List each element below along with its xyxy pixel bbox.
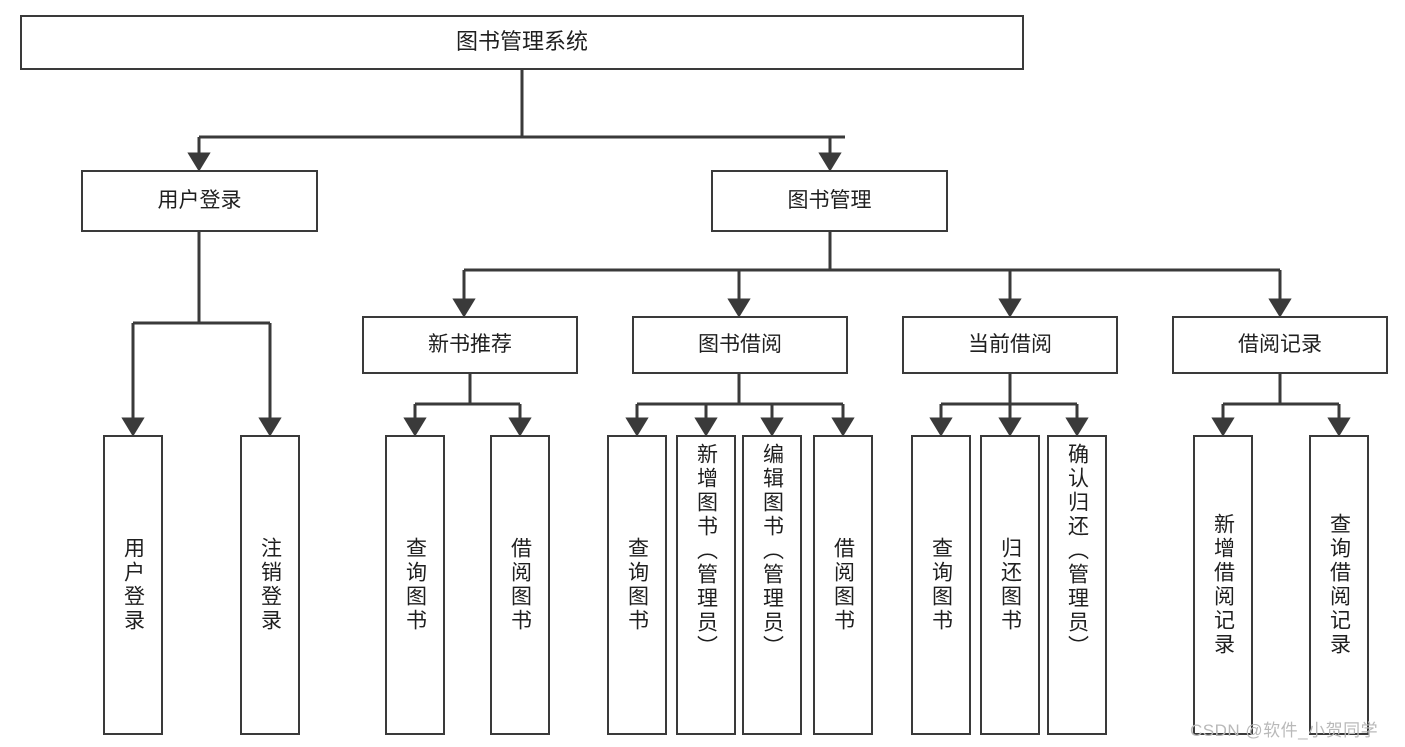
node-leaf-logout-login-label: 注销登录 — [258, 537, 282, 633]
node-leaf-query-book-2[interactable]: 查询图书 — [607, 435, 667, 735]
node-leaf-query-book-1-label: 查询图书 — [403, 537, 427, 633]
node-current-borrow[interactable]: 当前借阅 — [902, 316, 1118, 374]
node-user-login[interactable]: 用户登录 — [81, 170, 318, 232]
node-leaf-borrow-book-1-label: 借阅图书 — [508, 537, 532, 633]
node-leaf-edit-book-label: 编辑图书（管理员） — [760, 443, 784, 659]
node-leaf-query-book-2-label: 查询图书 — [625, 537, 649, 633]
node-leaf-query-record[interactable]: 查询借阅记录 — [1309, 435, 1369, 735]
node-current-borrow-label: 当前借阅 — [968, 333, 1052, 357]
node-leaf-user-login-label: 用户登录 — [121, 537, 145, 633]
node-new-book-recommend[interactable]: 新书推荐 — [362, 316, 578, 374]
node-leaf-add-book-label: 新增图书（管理员） — [694, 443, 718, 659]
node-leaf-confirm-return[interactable]: 确认归还（管理员） — [1047, 435, 1107, 735]
node-leaf-add-book[interactable]: 新增图书（管理员） — [676, 435, 736, 735]
node-borrow-record[interactable]: 借阅记录 — [1172, 316, 1388, 374]
node-book-manage-label: 图书管理 — [787, 189, 872, 213]
node-leaf-logout-login[interactable]: 注销登录 — [240, 435, 300, 735]
node-book-manage[interactable]: 图书管理 — [711, 170, 948, 232]
node-book-borrow-label: 图书借阅 — [698, 333, 782, 357]
node-borrow-record-label: 借阅记录 — [1238, 333, 1322, 357]
node-leaf-confirm-return-label: 确认归还（管理员） — [1065, 443, 1089, 659]
node-leaf-query-record-label: 查询借阅记录 — [1327, 513, 1351, 657]
csdn-watermark: CSDN @软件_小贺同学 — [1190, 721, 1379, 740]
node-leaf-add-record-label: 新增借阅记录 — [1211, 513, 1235, 657]
node-leaf-borrow-book-2-label: 借阅图书 — [831, 537, 855, 633]
node-leaf-query-book-3[interactable]: 查询图书 — [911, 435, 971, 735]
node-leaf-query-book-1[interactable]: 查询图书 — [385, 435, 445, 735]
node-leaf-user-login[interactable]: 用户登录 — [103, 435, 163, 735]
node-leaf-return-book[interactable]: 归还图书 — [980, 435, 1040, 735]
node-root[interactable]: 图书管理系统 — [20, 15, 1024, 70]
node-leaf-return-book-label: 归还图书 — [998, 537, 1022, 633]
node-leaf-borrow-book-1[interactable]: 借阅图书 — [490, 435, 550, 735]
node-book-borrow[interactable]: 图书借阅 — [632, 316, 848, 374]
node-new-book-recommend-label: 新书推荐 — [428, 333, 512, 357]
node-leaf-add-record[interactable]: 新增借阅记录 — [1193, 435, 1253, 735]
node-leaf-borrow-book-2[interactable]: 借阅图书 — [813, 435, 873, 735]
node-root-label: 图书管理系统 — [455, 29, 588, 55]
node-leaf-edit-book[interactable]: 编辑图书（管理员） — [742, 435, 802, 735]
node-leaf-query-book-3-label: 查询图书 — [929, 537, 953, 633]
node-user-login-label: 用户登录 — [157, 189, 242, 213]
